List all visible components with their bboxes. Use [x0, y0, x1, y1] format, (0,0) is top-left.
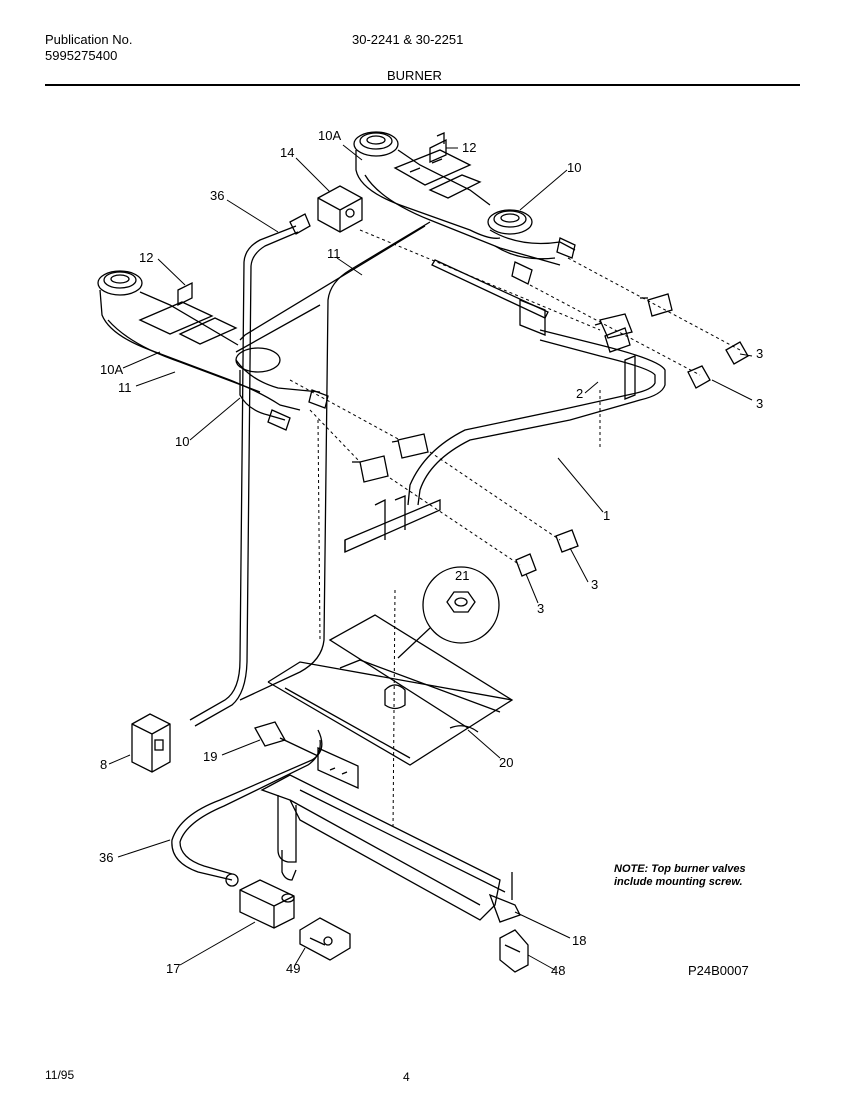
header-rule [45, 84, 800, 86]
publication-number: 5995275400 [45, 48, 118, 63]
left-burner-assembly [97, 185, 363, 431]
callout-8: 8 [100, 757, 107, 772]
burner-box-20 [267, 614, 514, 766]
thermostat-17 [225, 873, 295, 929]
igniter-19 [254, 721, 359, 790]
callout-36-top: 36 [210, 188, 224, 203]
spark-module-8 [131, 713, 171, 773]
callout-17: 17 [166, 961, 180, 976]
callout-12-top: 12 [462, 140, 476, 155]
oven-burner-assembly [260, 774, 521, 923]
ignition-wire-11 [235, 221, 431, 701]
callout-10a-top: 10A [318, 128, 341, 143]
callout-2: 2 [576, 386, 583, 401]
callout-11-left: 11 [118, 380, 132, 395]
callout-12-left: 12 [139, 250, 153, 265]
callout-3-c: 3 [591, 577, 598, 592]
callout-19: 19 [203, 749, 217, 764]
callout-1: 1 [603, 508, 610, 523]
mounting-screw-note: NOTE: Top burner valves include mounting… [614, 863, 746, 888]
diagram-code: P24B0007 [688, 963, 749, 978]
section-title: BURNER [387, 68, 442, 83]
callout-21: 21 [455, 568, 469, 583]
callout-36-bottom: 36 [99, 850, 113, 865]
nut-inset-21 [397, 566, 500, 659]
publication-label: Publication No. [45, 32, 133, 47]
callout-49: 49 [286, 961, 300, 976]
callout-10-left: 10 [175, 434, 189, 449]
bracket-48 [499, 929, 529, 973]
callout-3-a: 3 [756, 346, 763, 361]
callout-14: 14 [280, 145, 294, 160]
callout-18: 18 [572, 933, 586, 948]
callout-48: 48 [551, 963, 565, 978]
model-numbers: 30-2241 & 30-2251 [352, 32, 464, 47]
callout-20: 20 [499, 755, 513, 770]
callout-3-d: 3 [537, 601, 544, 616]
callout-3-b: 3 [756, 396, 763, 411]
callout-10-top: 10 [567, 160, 581, 175]
callout-11-top: 11 [327, 246, 341, 261]
footer-date: 11/95 [45, 1068, 75, 1082]
callout-10a-left: 10A [100, 362, 123, 377]
valve-set [352, 293, 749, 577]
gas-tubing-36-upper [189, 225, 299, 727]
footer-page-number: 4 [403, 1070, 410, 1084]
manifold-pipe [344, 327, 666, 553]
bracket-49 [299, 917, 351, 961]
right-burner-assembly [353, 131, 576, 336]
leader-lines [108, 144, 753, 971]
callout-labels: 10A 12 14 10 36 11 12 10A 11 10 3 3 2 1 … [99, 128, 763, 978]
alignment-lines [289, 229, 741, 831]
